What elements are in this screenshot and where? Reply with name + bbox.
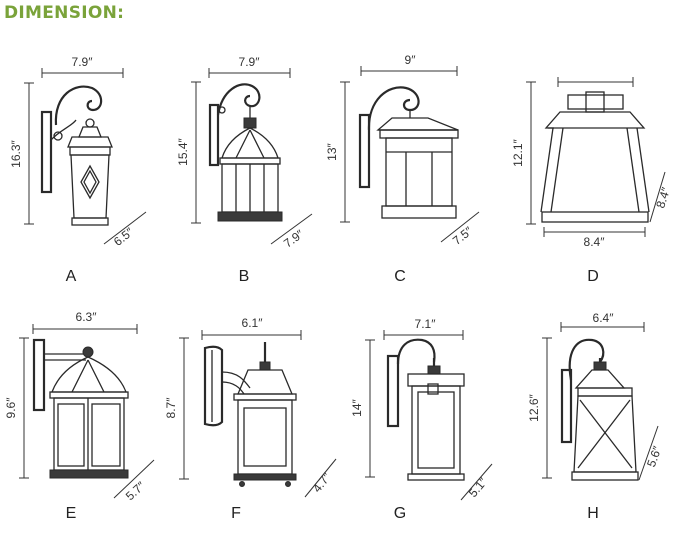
lamp-e-height: 9.6″ [4,397,18,419]
lamp-d: 12.1″ 8.4″ 8.4″ [511,77,673,249]
lamp-g-depth: 5.1″ [466,474,491,500]
lamp-h-height: 12.6″ [527,393,541,421]
lamp-f-width: 6.1″ [242,316,264,330]
lamp-f: 6.1″ 8.7″ 4.7″ [164,316,337,498]
lamp-b-depth: 7.9″ [281,227,307,251]
lamp-a-label: A [66,268,77,285]
lamp-d-width: 8.4″ [584,235,606,249]
lamp-e: 6.3″ 9.6″ 5.7″ [4,310,155,503]
lamp-g-height: 14″ [350,398,364,416]
lamp-c-height: 13″ [325,142,339,160]
lamp-c-depth: 7.5″ [450,223,476,247]
lamp-h-width: 6.4″ [593,311,615,325]
lamp-b-height: 15.4″ [176,137,190,165]
lamp-e-width: 6.3″ [76,310,98,324]
lamp-h-label: H [587,505,599,522]
lamp-a-height: 16.3″ [9,139,23,167]
lamp-b-label: B [239,268,250,285]
lamp-h: 6.4″ 12.6″ 5.6″ [527,311,665,481]
lamp-e-depth: 5.7″ [123,478,148,503]
dimension-title: DIMENSION: [4,3,125,23]
lamp-g: 7.1″ 14″ 5.1″ [350,317,493,501]
lamp-f-height: 8.7″ [164,397,178,419]
lamp-e-label: E [66,505,77,522]
lamp-f-label: F [231,505,241,522]
lamp-b: 7.9″ 15.4″ 7.9″ [176,55,313,251]
lamp-d-depth: 8.4″ [653,185,673,210]
lamp-f-depth: 4.7″ [310,469,334,495]
lamp-d-height: 12.1″ [511,138,525,166]
lamp-a-depth: 6.5″ [111,224,137,248]
lamp-h-depth: 5.6″ [644,444,665,469]
lamp-a: 7.9″ 16.3″ 6.5″ [9,55,147,249]
lamp-g-width: 7.1″ [415,317,437,331]
lamp-c-label: C [394,268,406,285]
lamp-g-label: G [394,505,406,522]
lamp-d-label: D [587,268,599,285]
lamp-c: 9″ 13″ 7.5″ [325,53,480,248]
lamp-a-width: 7.9″ [72,55,94,69]
lamp-b-width: 7.9″ [239,55,261,69]
lamp-c-width: 9″ [405,53,417,67]
